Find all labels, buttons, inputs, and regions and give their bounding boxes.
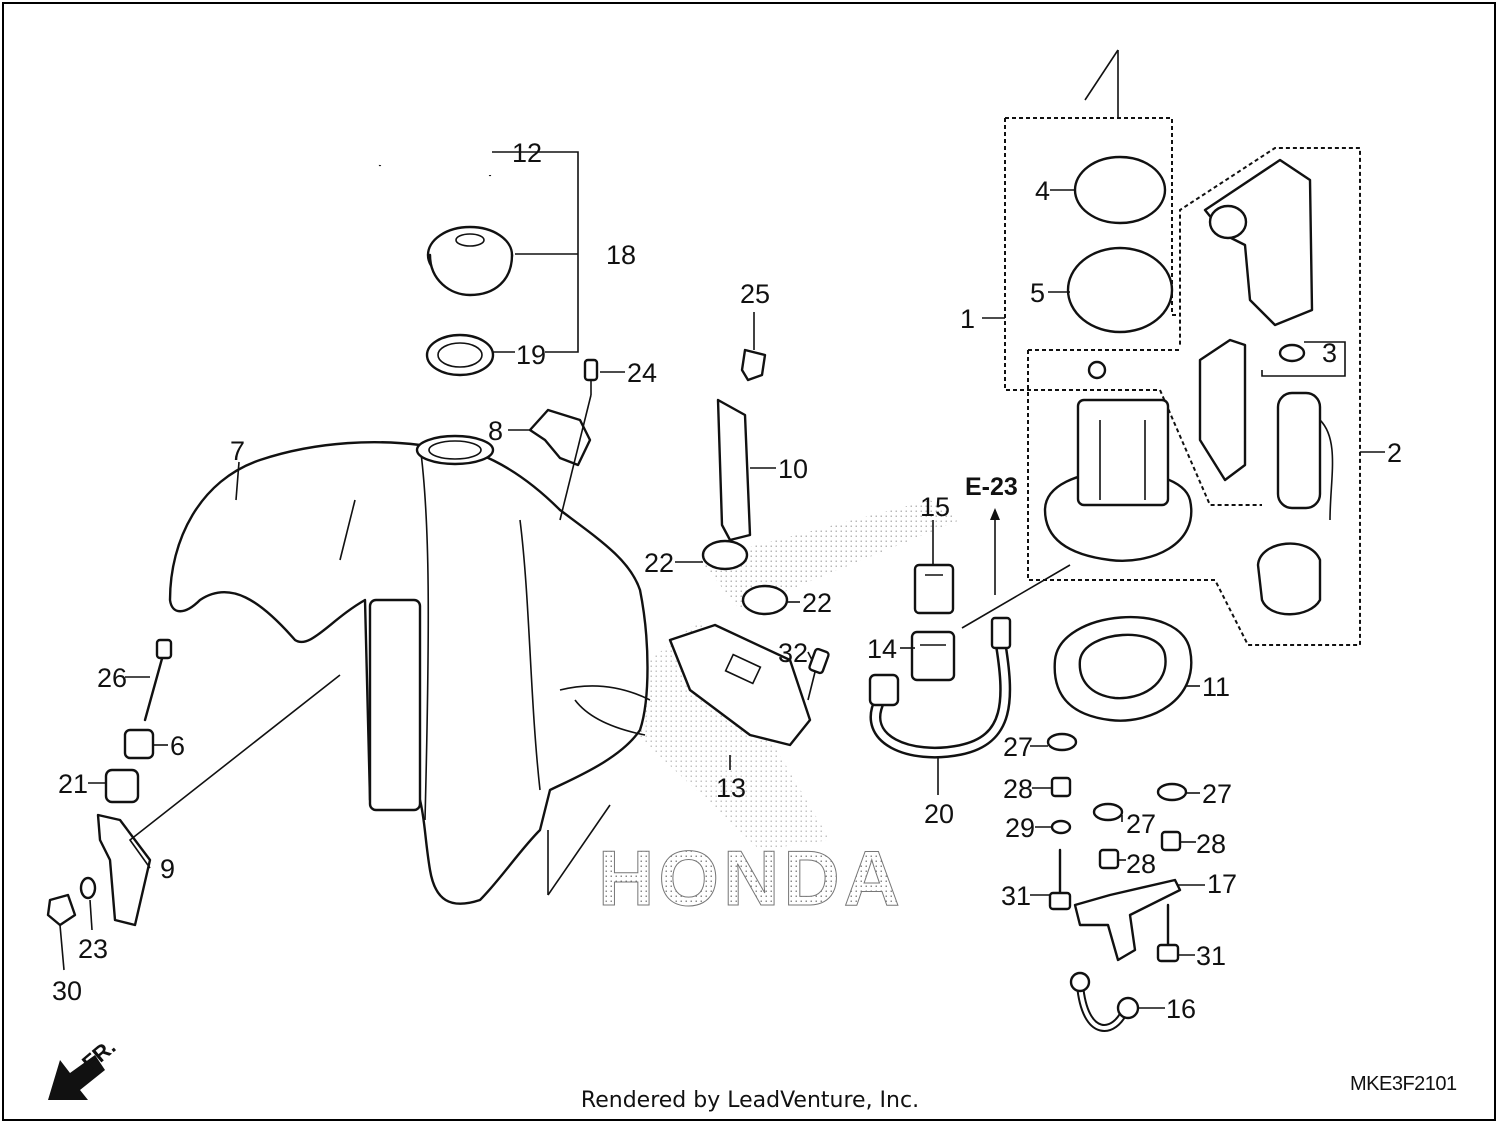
callout-15[interactable]: 15	[920, 492, 950, 522]
bolt-31-right[interactable]	[1156, 903, 1180, 963]
pump-cover[interactable]	[668, 623, 812, 747]
cap-22-upper[interactable]	[701, 539, 749, 571]
callout-2[interactable]: 2	[1387, 438, 1402, 468]
pump-motor[interactable]	[1276, 391, 1334, 521]
collar-6[interactable]	[123, 728, 155, 760]
watermark-text: HONDA	[598, 834, 904, 922]
bolt-31-left[interactable]	[1048, 848, 1072, 911]
callout-11[interactable]: 11	[1202, 672, 1230, 702]
connector-14[interactable]	[910, 630, 956, 682]
section-ref-label[interactable]: E-23	[965, 473, 1018, 501]
fuel-strap[interactable]	[716, 398, 752, 542]
pump-assy-box-1	[1004, 117, 1361, 646]
pump-flange[interactable]	[1043, 360, 1193, 562]
pump-gasket[interactable]	[1053, 615, 1193, 722]
callout-31-right[interactable]: 31	[1196, 941, 1226, 971]
bracket-17[interactable]	[1073, 878, 1182, 962]
leader-lines	[59, 49, 1385, 1009]
callout-9[interactable]: 9	[160, 854, 175, 884]
callout-12[interactable]: 12	[512, 138, 542, 168]
diagram-code: MKE3F2101	[1350, 1073, 1457, 1095]
callout-29[interactable]: 29	[1005, 813, 1035, 843]
clip-25[interactable]	[740, 348, 767, 382]
honda-watermark: HONDA	[598, 500, 960, 923]
bolt-26[interactable]	[143, 638, 173, 722]
washer-27-center[interactable]	[1092, 802, 1124, 822]
rubber-21[interactable]	[104, 768, 140, 804]
section-ref[interactable]: E-23	[965, 473, 1018, 595]
callout-28-left[interactable]: 28	[1003, 774, 1033, 804]
washer-23[interactable]	[79, 876, 97, 900]
connector-15[interactable]	[913, 563, 955, 615]
footer-credit: Rendered by LeadVenture, Inc.	[580, 1088, 920, 1113]
callout-27-left[interactable]: 27	[1003, 732, 1033, 762]
pressure-regulator[interactable]	[1256, 542, 1322, 616]
callout-17[interactable]: 17	[1207, 869, 1237, 899]
callout-10[interactable]: 10	[778, 454, 808, 484]
callout-labels: 1 2 3 4 5 6 7 8 9 10 11 12 13 14 15 16 1…	[52, 138, 1402, 1024]
breather-hose[interactable]	[377, 91, 493, 177]
fuel-tank[interactable]	[168, 434, 651, 905]
callout-25[interactable]: 25	[740, 279, 770, 309]
callout-5[interactable]: 5	[1030, 278, 1045, 308]
washer-29[interactable]	[1050, 819, 1072, 835]
callout-28-center[interactable]: 28	[1126, 849, 1156, 879]
callout-16[interactable]: 16	[1166, 994, 1196, 1024]
fuel-cap[interactable]	[426, 225, 514, 297]
callout-30[interactable]: 30	[52, 976, 82, 1006]
callout-26[interactable]: 26	[97, 663, 127, 693]
nut-28-center[interactable]	[1098, 848, 1120, 870]
tank-bracket[interactable]	[528, 408, 592, 467]
callout-14[interactable]: 14	[867, 634, 897, 664]
callout-22-upper[interactable]: 22	[644, 548, 674, 578]
callout-27-right[interactable]: 27	[1202, 779, 1232, 809]
cap-22-lower[interactable]	[741, 584, 789, 616]
o-ring-5[interactable]	[1066, 246, 1174, 334]
callout-31-left[interactable]: 31	[1001, 881, 1031, 911]
bolt-30[interactable]	[46, 893, 77, 927]
stay-9[interactable]	[96, 813, 152, 927]
callout-1[interactable]: 1	[960, 304, 975, 334]
washer-27-left[interactable]	[1046, 732, 1078, 752]
nut-28-right[interactable]	[1160, 830, 1182, 852]
drain-tube[interactable]	[1069, 971, 1140, 1032]
callout-19[interactable]: 19	[516, 340, 546, 370]
fuel-filter[interactable]	[1198, 338, 1247, 482]
o-ring-4[interactable]	[1073, 155, 1167, 225]
callout-22-lower[interactable]: 22	[802, 588, 832, 618]
callout-27-center[interactable]: 27	[1126, 809, 1156, 839]
callout-23[interactable]: 23	[78, 934, 108, 964]
callout-4[interactable]: 4	[1035, 176, 1050, 206]
callout-32[interactable]: 32	[778, 638, 808, 668]
callout-7[interactable]: 7	[230, 436, 245, 466]
callout-13[interactable]: 13	[716, 773, 746, 803]
washer-27-right[interactable]	[1156, 782, 1188, 802]
washer-3[interactable]	[1278, 343, 1306, 363]
nut-28-left[interactable]	[1050, 776, 1072, 798]
callout-18[interactable]: 18	[606, 240, 636, 270]
callout-3[interactable]: 3	[1322, 338, 1337, 368]
wire-harness[interactable]	[868, 616, 1012, 759]
cap-gasket[interactable]	[425, 333, 495, 377]
callout-20[interactable]: 20	[924, 799, 954, 829]
callout-24[interactable]: 24	[627, 358, 657, 388]
callout-8[interactable]: 8	[488, 416, 503, 446]
callout-21[interactable]: 21	[58, 769, 88, 799]
callout-28-right[interactable]: 28	[1196, 829, 1226, 859]
bolt-32[interactable]	[807, 647, 830, 701]
callout-6[interactable]: 6	[170, 731, 185, 761]
pump-unit[interactable]	[1203, 158, 1314, 327]
bolt-24[interactable]	[583, 358, 599, 395]
